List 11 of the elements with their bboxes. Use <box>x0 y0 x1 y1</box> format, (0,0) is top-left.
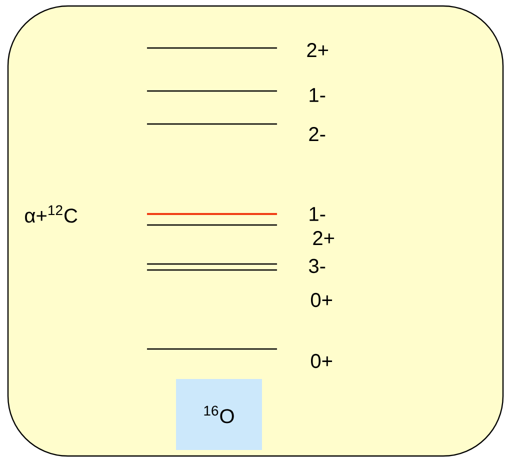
spin-parity-label: 0+ <box>311 292 332 308</box>
spin-parity-label: 3- <box>308 258 326 274</box>
channel-label: α+$^{12}$C <box>25 205 78 223</box>
spin-parity-label: 1- <box>310 88 326 102</box>
spin-parity-label: 2+ <box>313 231 334 245</box>
spin-parity-label: 2- <box>309 127 326 141</box>
spin-parity-label: 2+ <box>307 43 328 57</box>
spin-parity-label: 0+ <box>311 354 332 368</box>
spin-parity-label: 1- <box>310 207 326 221</box>
nucleus-box: $^{16}$O <box>176 379 262 450</box>
panel-background <box>7 5 504 457</box>
